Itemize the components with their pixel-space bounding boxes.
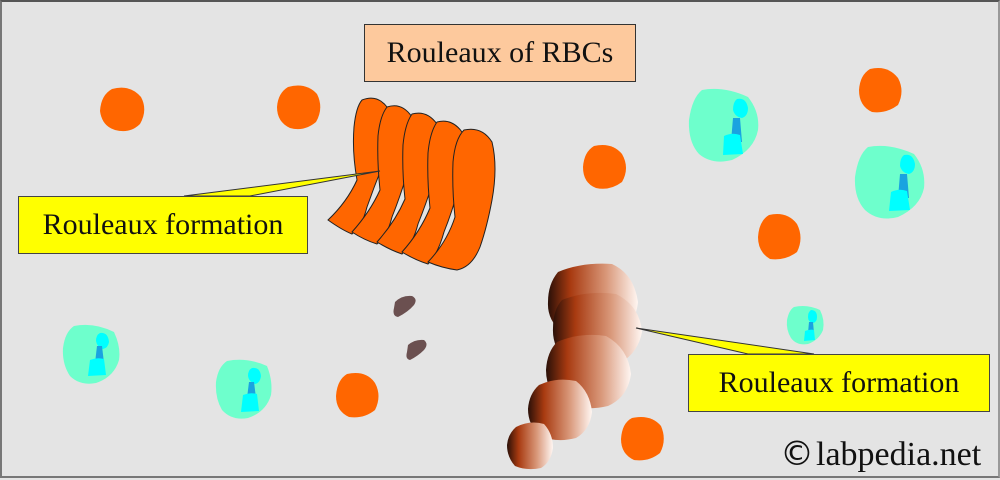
watermark: ©labpedia.net — [780, 434, 981, 475]
wbc-cell — [786, 306, 824, 345]
wbc-cell — [688, 88, 759, 162]
callout-label-right: Rouleaux formation — [688, 354, 990, 412]
rbc-cell — [277, 85, 321, 130]
rbc-cell — [336, 373, 379, 418]
platelet — [406, 339, 427, 360]
rbc-cell — [583, 145, 626, 189]
stacked-rbc — [427, 128, 496, 271]
watermark-text: labpedia.net — [816, 436, 982, 473]
rbc-cell — [100, 87, 145, 132]
rbc-cell — [621, 417, 664, 461]
rbc-cell — [758, 214, 801, 260]
wbc-cell — [215, 359, 272, 419]
diagram-title: Rouleaux of RBCs — [364, 24, 636, 82]
callout-pointer-right — [635, 327, 815, 355]
stacked-rbc — [507, 422, 553, 470]
wbcs — [62, 88, 925, 419]
platelet — [393, 295, 416, 317]
callout-label-left: Rouleaux formation — [18, 196, 308, 254]
rouleaux-stack-shaded — [507, 263, 642, 470]
free-rbcs — [100, 68, 902, 461]
rouleaux-stack-flat — [327, 97, 496, 271]
wbc-cell — [62, 324, 120, 384]
copyright-icon: © — [780, 434, 814, 474]
rbc-cell — [859, 68, 902, 113]
platelets — [393, 295, 427, 360]
wbc-cell — [854, 145, 925, 219]
